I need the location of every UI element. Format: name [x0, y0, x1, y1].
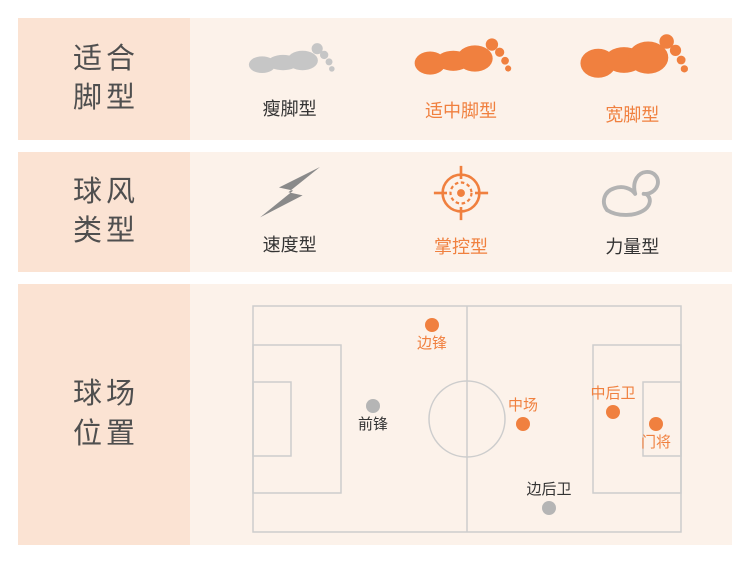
section-title-line2: 类型 [72, 215, 139, 247]
section-field-positions: 球场 位置 边锋 [18, 284, 732, 545]
section-title-line2: 位置 [72, 417, 139, 450]
position-dot [366, 399, 380, 413]
field-wrapper: 边锋 前锋 中场 中后卫 [190, 284, 732, 545]
option-foot-wide: 宽脚型 [547, 31, 718, 127]
option-foot-medium: 适中脚型 [375, 35, 546, 123]
position-label: 前锋 [357, 416, 389, 433]
option-label: 掌控型 [433, 237, 488, 257]
section-title-positions: 球场 位置 [18, 284, 190, 545]
section-play-style: 球风 类型 速度型 掌控型 [18, 152, 732, 272]
position-label: 边锋 [416, 335, 448, 352]
section-title-line1: 适合 [72, 42, 139, 75]
option-speed: 速度型 [204, 167, 375, 257]
position-label: 门将 [640, 434, 672, 451]
play-style-options: 速度型 掌控型 [190, 152, 732, 272]
soccer-field: 边锋 前锋 中场 中后卫 [252, 305, 682, 533]
section-title-line1: 球场 [72, 378, 139, 411]
muscle-icon [602, 170, 661, 217]
option-foot-narrow: 瘦脚型 [204, 38, 375, 121]
footprint-medium-icon [414, 38, 512, 75]
position-label: 中场 [507, 397, 539, 414]
section-title-line2: 脚型 [72, 82, 139, 114]
position-dot [542, 501, 556, 515]
section-foot-type: 适合 脚型 瘦脚型 [18, 18, 732, 140]
position-label: 边后卫 [526, 481, 572, 498]
option-label: 速度型 [262, 235, 317, 255]
option-label: 宽脚型 [605, 105, 660, 125]
target-icon [433, 165, 489, 221]
option-label: 适中脚型 [424, 101, 497, 121]
option-label: 瘦脚型 [262, 98, 317, 119]
section-title-play-style: 球风 类型 [18, 152, 190, 272]
option-label: 力量型 [605, 237, 660, 257]
position-dot [649, 417, 663, 431]
position-label: 中后卫 [590, 385, 636, 402]
position-dot [516, 417, 530, 431]
section-title-foot-type: 适合 脚型 [18, 18, 190, 140]
position-dot [606, 405, 620, 419]
footprint-wide-icon [580, 34, 689, 78]
foot-type-options: 瘦脚型 适中脚型 [190, 18, 732, 140]
position-dot [425, 318, 439, 332]
option-power: 力量型 [547, 165, 718, 259]
section-title-line1: 球风 [72, 175, 139, 208]
lightning-icon [259, 167, 320, 218]
field-area: 边锋 前锋 中场 中后卫 [190, 284, 732, 545]
footprint-narrow-icon [248, 42, 335, 73]
option-control: 掌控型 [375, 165, 546, 259]
soccer-field-diagram [252, 305, 682, 533]
